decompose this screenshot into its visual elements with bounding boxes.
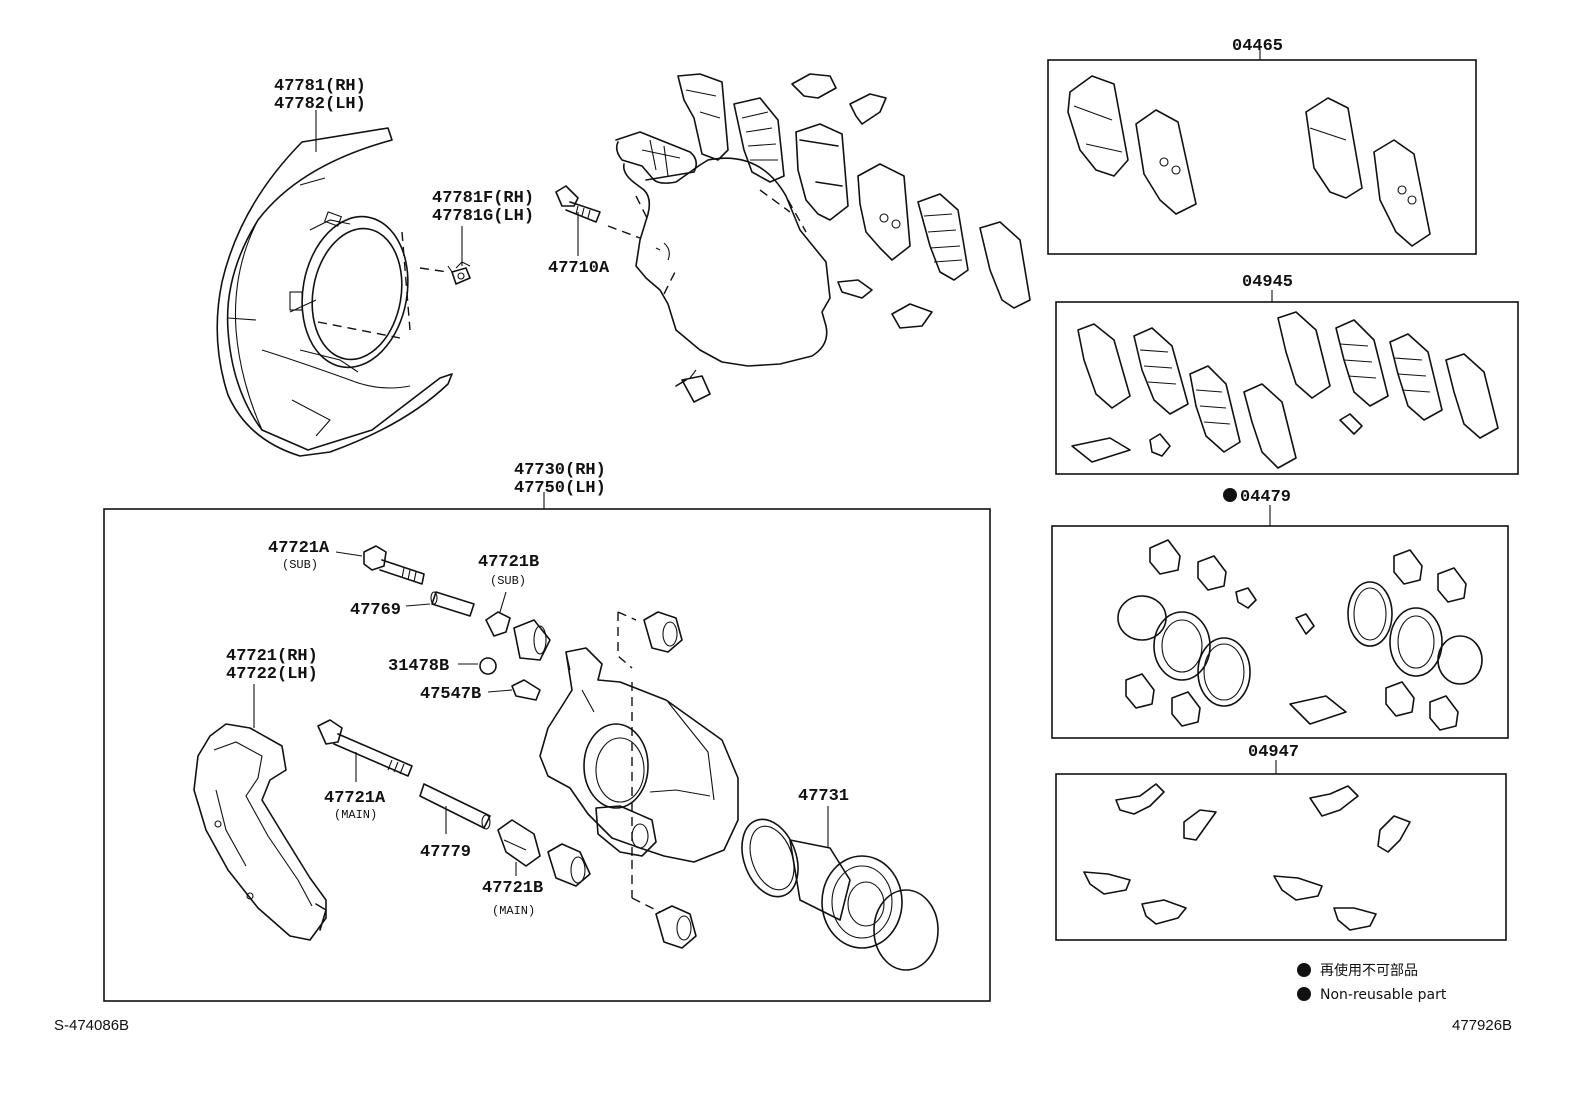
disc-brake-dust-cover[interactable] xyxy=(216,127,453,457)
label-47769: 47769 xyxy=(350,601,401,620)
lower-guide-boot[interactable] xyxy=(631,897,697,949)
slide-pin-47779[interactable] xyxy=(419,783,491,834)
label-47722-lh: 47722(LH) xyxy=(226,665,318,684)
label-47781g-lh: 47781G(LH) xyxy=(432,207,534,226)
label-47710a: 47710A xyxy=(548,259,610,278)
label-47730-rh: 47730(RH) xyxy=(514,461,606,480)
bleeder-cap[interactable] xyxy=(458,657,497,675)
label-47781f-rh: 47781F(RH) xyxy=(432,189,534,208)
kit-04945-shims[interactable] xyxy=(1071,311,1499,469)
slide-pin-sub[interactable] xyxy=(335,545,425,585)
label-kit-04465: 04465 xyxy=(1232,37,1283,56)
kit-04947-frame xyxy=(1055,773,1507,941)
footer-left-code: S-474086B xyxy=(54,1017,129,1034)
kit-04947-clips[interactable] xyxy=(1083,783,1411,931)
label-47721a-main: 47721A xyxy=(324,789,386,808)
slide-pin-main-bolt[interactable] xyxy=(317,719,413,782)
upper-caliper-assembly[interactable] xyxy=(615,131,831,403)
upper-pad-set[interactable] xyxy=(677,73,1031,329)
label-47782-lh: 47782(LH) xyxy=(274,95,366,114)
caliper-assy-frame xyxy=(103,508,991,1002)
legend-jp: 再使用不可部品 xyxy=(1320,962,1418,979)
kit-04479-frame xyxy=(1051,525,1509,739)
label-sub-2: (SUB) xyxy=(490,574,526,588)
boot-sub[interactable] xyxy=(485,591,551,661)
label-47721-rh: 47721(RH) xyxy=(226,647,318,666)
non-reusable-marker xyxy=(1223,488,1237,502)
label-kit-04947: 04947 xyxy=(1248,743,1299,762)
caliper-mounting-bracket[interactable] xyxy=(193,684,327,941)
label-47721b-sub: 47721B xyxy=(478,553,539,572)
label-47750-lh: 47750(LH) xyxy=(514,479,606,498)
upper-guide-boot[interactable] xyxy=(617,611,683,669)
label-main-2: (MAIN) xyxy=(492,904,535,918)
kit-04465-frame xyxy=(1047,59,1477,255)
legend-dot-jp xyxy=(1297,963,1311,977)
label-47721b-main: 47721B xyxy=(482,879,543,898)
caliper-cylinder[interactable] xyxy=(539,647,739,898)
label-47731: 47731 xyxy=(798,787,849,806)
label-47721a-sub: 47721A xyxy=(268,539,330,558)
caliper-piston-seal[interactable] xyxy=(732,806,939,971)
label-kit-04945: 04945 xyxy=(1242,273,1293,292)
dust-cover-bolt[interactable] xyxy=(447,261,471,285)
kit-04479-seals-boots[interactable] xyxy=(1117,539,1483,731)
legend-dot-en xyxy=(1297,987,1311,1001)
label-47547b: 47547B xyxy=(420,685,481,704)
label-47779: 47779 xyxy=(420,843,471,862)
bracket-bolt[interactable] xyxy=(555,185,641,239)
boot-main[interactable] xyxy=(497,819,591,887)
label-31478b: 31478B xyxy=(388,657,449,676)
label-main-1: (MAIN) xyxy=(334,808,377,822)
footer-right-code: 477926B xyxy=(1452,1017,1512,1034)
label-kit-04479: 04479 xyxy=(1240,488,1291,507)
kit-04945-frame xyxy=(1055,301,1519,475)
slide-pin-47769[interactable] xyxy=(405,591,475,617)
kit-04465-pads[interactable] xyxy=(1067,75,1431,247)
bleeder-plug[interactable] xyxy=(487,679,541,701)
legend-en: Non-reusable part xyxy=(1320,987,1447,1003)
label-sub-1: (SUB) xyxy=(282,558,318,572)
label-47781-rh: 47781(RH) xyxy=(274,77,366,96)
